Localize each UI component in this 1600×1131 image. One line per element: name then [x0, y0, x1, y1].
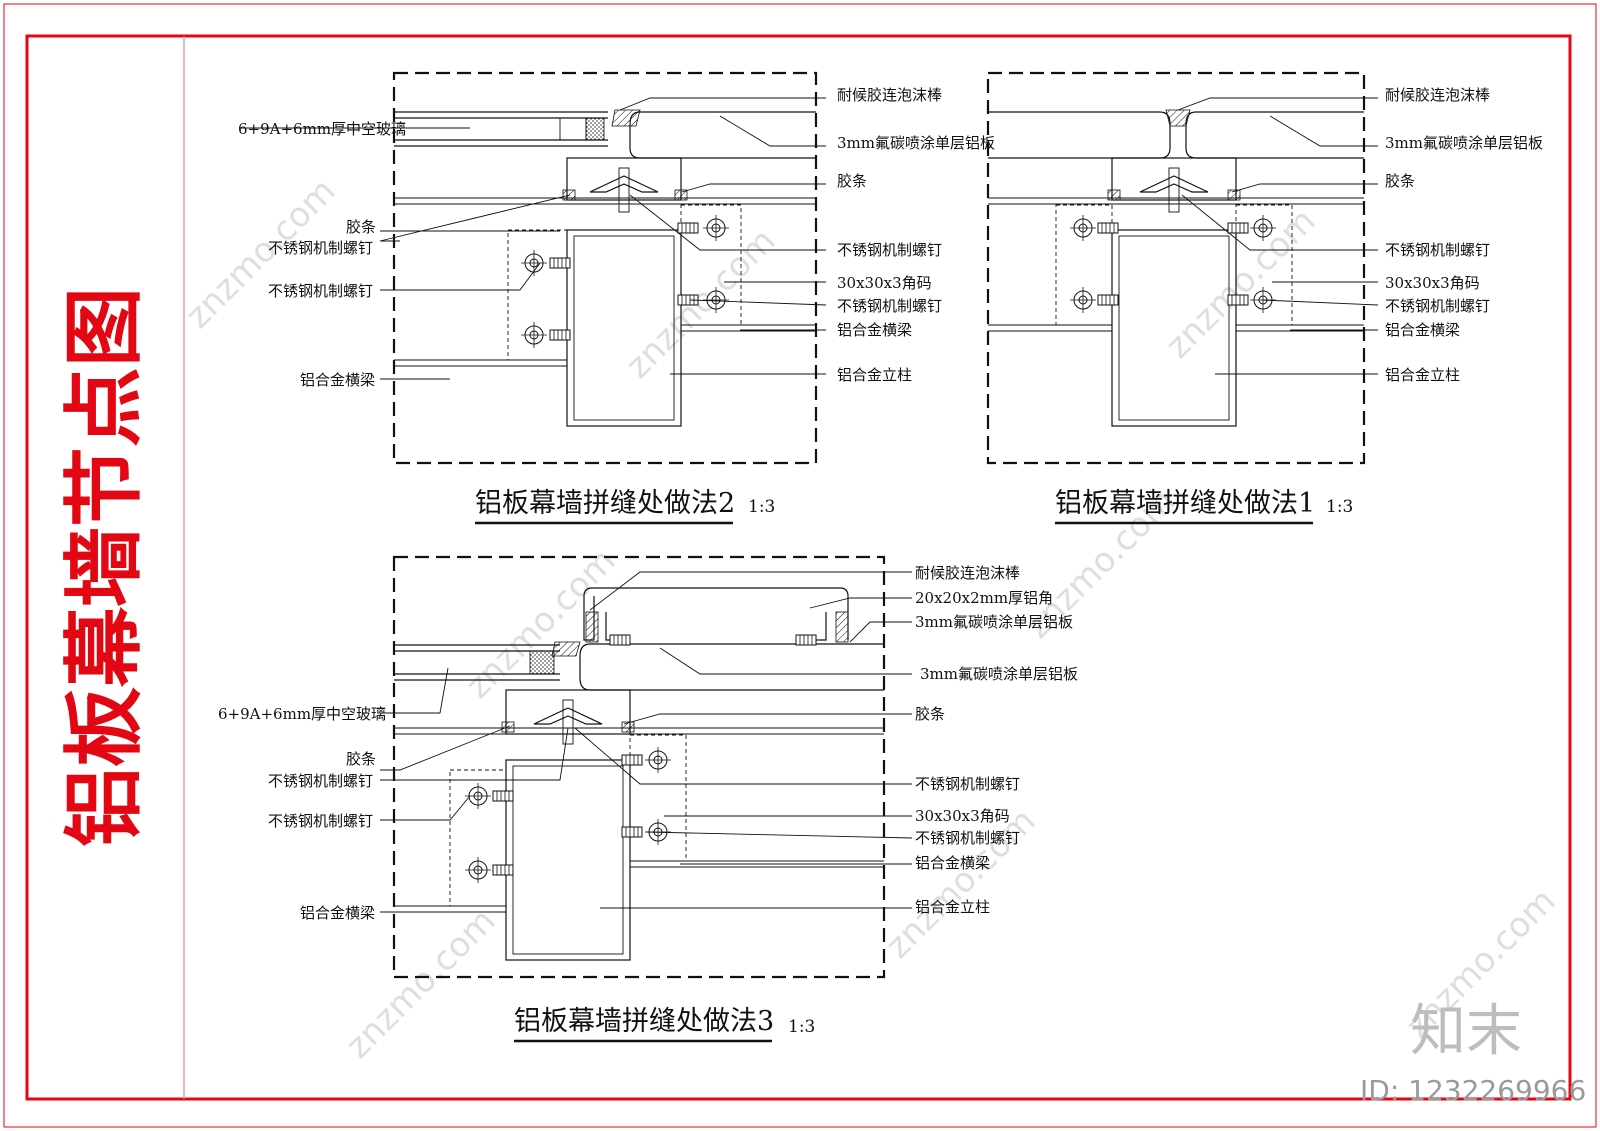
label-gasket: 胶条 [346, 750, 376, 768]
label-mullion: 铝合金立柱 [1385, 366, 1460, 384]
brand-mark: 知末 ID: 1232269966 [1360, 999, 1586, 1107]
label-angle: 30x30x3角码 [915, 807, 1010, 825]
label-mullion: 铝合金立柱 [915, 898, 990, 916]
detail-caption: 铝板幕墙拼缝处做法1 1:3 [1055, 488, 1353, 525]
label-angle: 30x30x3角码 [1385, 274, 1480, 292]
label-panel: 3mm氟碳喷涂单层铝板 [920, 665, 1078, 683]
label-mullion: 铝合金立柱 [837, 366, 912, 384]
label-glass: 6+9A+6mm厚中空玻璃 [218, 705, 386, 723]
label-transom: 铝合金横梁 [915, 854, 990, 872]
label-screw: 不锈钢机制螺钉 [268, 812, 373, 830]
label-panel: 3mm氟碳喷涂单层铝板 [1385, 134, 1543, 152]
label-screw: 不锈钢机制螺钉 [268, 772, 373, 790]
label-transom: 铝合金横梁 [837, 321, 912, 339]
label-screw: 不锈钢机制螺钉 [268, 282, 373, 300]
callout-labels: 耐候胶连泡沫棒 20x20x2mm厚铝角 3mm氟碳喷涂单层铝板 3mm氟碳喷涂… [218, 564, 1078, 922]
leader-lines [240, 97, 827, 380]
label-gasket: 胶条 [915, 705, 945, 723]
label-aluminum-angle: 20x20x2mm厚铝角 [915, 589, 1053, 607]
caption-scale: 1:3 [1326, 497, 1353, 517]
watermark-text: znzmo.com [878, 801, 1043, 966]
transom [394, 204, 816, 367]
detail-1: 耐候胶连泡沫棒 3mm氟碳喷涂单层铝板 胶条 不锈钢机制螺钉 30x30x3角码… [986, 71, 1543, 525]
label-sealant: 耐候胶连泡沫棒 [915, 564, 1020, 582]
label-screw: 不锈钢机制螺钉 [1385, 241, 1490, 259]
caption-scale: 1:3 [748, 497, 775, 517]
label-transom: 铝合金横梁 [300, 371, 375, 389]
aluminum-panel [988, 109, 1364, 205]
label-screw: 不锈钢机制螺钉 [1385, 297, 1490, 315]
transom [988, 204, 1364, 332]
watermark-text: znzmo.com [458, 541, 623, 706]
watermark-text: znzmo.com [618, 221, 783, 386]
callout-labels: 6+9A+6mm厚中空玻璃 耐候胶连泡沫棒 3mm氟碳喷涂单层铝板 胶条 胶条 … [238, 86, 995, 389]
label-angle: 30x30x3角码 [837, 274, 932, 292]
sheet-title-text: 铝板幕墙节点图 [58, 287, 151, 847]
label-sealant: 耐候胶连泡沫棒 [1385, 86, 1490, 104]
label-screw: 不锈钢机制螺钉 [837, 241, 942, 259]
glass-unit [394, 111, 608, 147]
detail-caption: 铝板幕墙拼缝处做法3 1:3 [514, 1006, 815, 1043]
caption-scale: 1:3 [788, 1017, 815, 1037]
label-screw: 不锈钢机制螺钉 [915, 775, 1020, 793]
caption-title: 铝板幕墙拼缝处做法2 [475, 488, 735, 519]
glass-unit [394, 644, 560, 681]
label-transom: 铝合金横梁 [1385, 321, 1460, 339]
mullion [1107, 157, 1241, 427]
aluminum-panel [394, 587, 884, 735]
label-screw: 不锈钢机制螺钉 [837, 297, 942, 315]
sheet-title: 铝板幕墙节点图 [58, 287, 151, 847]
aluminum-panel [394, 109, 816, 205]
detail-3: 耐候胶连泡沫棒 20x20x2mm厚铝角 3mm氟碳喷涂单层铝板 3mm氟碳喷涂… [218, 555, 1078, 1043]
detail-2: 6+9A+6mm厚中空玻璃 耐候胶连泡沫棒 3mm氟碳喷涂单层铝板 胶条 胶条 … [238, 71, 995, 525]
leader-lines [1177, 97, 1379, 375]
watermark-text: znzmo.com [338, 901, 503, 1066]
sheet-frame [3, 3, 1597, 1128]
detail-caption: 铝板幕墙拼缝处做法2 1:3 [475, 488, 775, 525]
caption-title: 铝板幕墙拼缝处做法1 [1055, 488, 1315, 519]
label-panel: 3mm氟碳喷涂单层铝板 [837, 134, 995, 152]
brand-logo: 知末 [1410, 999, 1522, 1064]
callout-labels: 耐候胶连泡沫棒 3mm氟碳喷涂单层铝板 胶条 不锈钢机制螺钉 30x30x3角码… [1385, 86, 1543, 384]
label-gasket: 胶条 [837, 172, 867, 190]
label-transom: 铝合金横梁 [300, 904, 375, 922]
label-gasket: 胶条 [1385, 172, 1415, 190]
label-sealant: 耐候胶连泡沫棒 [837, 86, 942, 104]
leader-lines [380, 571, 913, 913]
image-id: ID: 1232269966 [1360, 1074, 1586, 1107]
label-glass: 6+9A+6mm厚中空玻璃 [238, 120, 406, 138]
label-gasket: 胶条 [346, 218, 376, 236]
label-panel: 3mm氟碳喷涂单层铝板 [915, 613, 1073, 631]
caption-title: 铝板幕墙拼缝处做法3 [514, 1006, 774, 1037]
label-screw: 不锈钢机制螺钉 [915, 829, 1020, 847]
label-screw: 不锈钢机制螺钉 [268, 239, 373, 257]
